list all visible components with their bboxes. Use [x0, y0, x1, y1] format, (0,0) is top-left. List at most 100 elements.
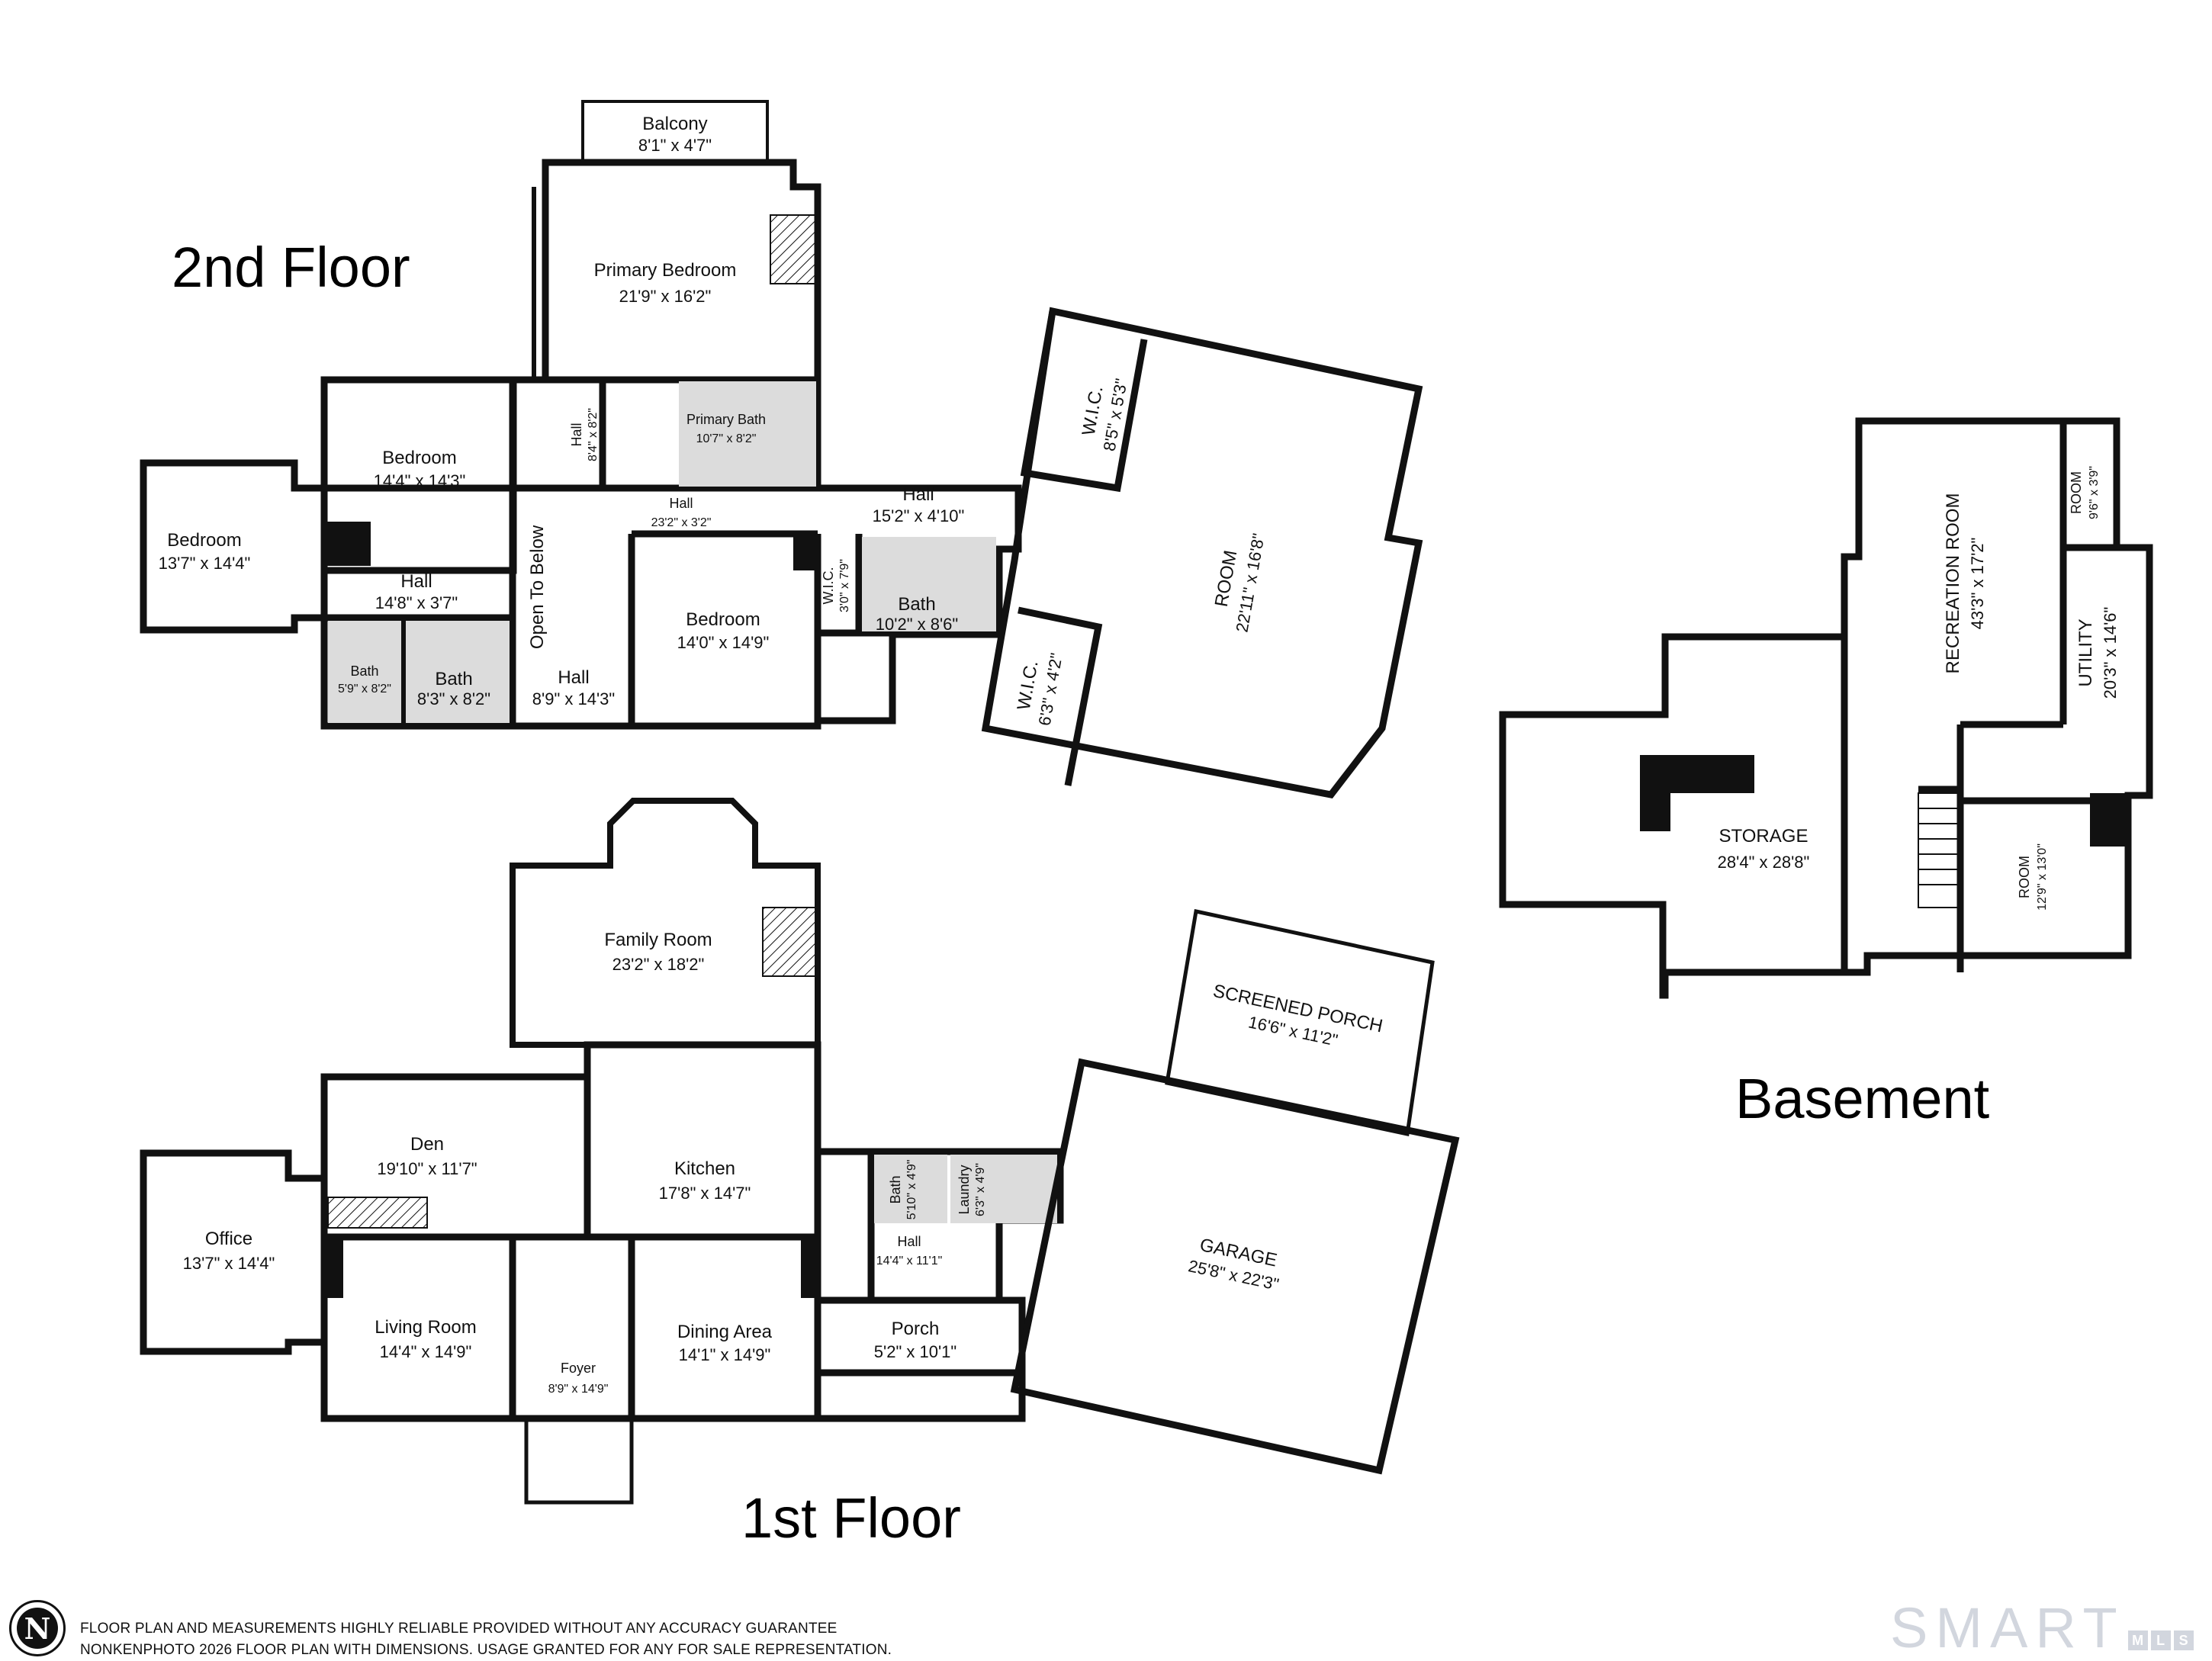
chimney-first-b [801, 1237, 818, 1298]
balcony-dim: 8'1" x 4'7" [638, 136, 712, 155]
room-upper-label: ROOM [1211, 549, 1242, 609]
nonkenphoto-logo: N [9, 1600, 66, 1656]
office-dim: 13'7" x 14'4" [183, 1254, 275, 1273]
porch-label: Porch [892, 1319, 940, 1339]
logo-letter: N [17, 1608, 58, 1649]
bath-a-label: Bath [350, 663, 378, 679]
hall-east-dim: 15'2" x 4'10" [873, 506, 965, 525]
hall-first-label: Hall [897, 1234, 921, 1249]
basement-walls [1499, 417, 2153, 999]
bath-b-dim: 8'3" x 8'2" [417, 689, 490, 708]
hall-small-dim: 8'4" x 8'2" [587, 408, 600, 461]
living-room-label: Living Room [375, 1317, 476, 1338]
fireplace-family [762, 907, 817, 977]
primary-bath-dim: 10'7" x 8'2" [696, 432, 757, 445]
office-label: Office [205, 1229, 252, 1249]
recreation-room-dim: 43'3" x 17'2" [1968, 538, 1987, 630]
primary-bedroom-dim: 21'9" x 16'2" [619, 287, 712, 306]
bath-c-fill [862, 537, 996, 631]
utility-label: UTILITY [2075, 618, 2096, 686]
den-dim: 19'10" x 11'7" [377, 1159, 477, 1178]
brand-mls: M L S [2127, 1630, 2194, 1650]
family-room-dim: 23'2" x 18'2" [612, 955, 705, 974]
room-small-dim: 9'6" x 3'9" [2088, 466, 2101, 519]
den-label: Den [410, 1134, 444, 1155]
porch-dim: 5'2" x 10'1" [874, 1342, 956, 1361]
brand-word: SMART [1890, 1596, 2125, 1659]
second-floor-walls [140, 100, 1022, 730]
dining-area-dim: 14'1" x 14'9" [679, 1345, 771, 1364]
bedroom-a-dim: 14'4" x 14'3" [374, 471, 466, 490]
laundry-dim: 6'3" x 4'9" [974, 1163, 987, 1216]
brand-mls-l: L [2150, 1630, 2171, 1650]
bath-first-label: Bath [888, 1175, 903, 1203]
bath-a-fill [328, 621, 401, 723]
primary-bath-fill [679, 381, 816, 487]
balcony-label: Balcony [642, 114, 707, 134]
brand-mls-s: S [2173, 1630, 2194, 1650]
wic-small-dim: 3'0" x 7'9" [838, 559, 851, 612]
hall-upper-label: Hall [669, 496, 693, 511]
bedroom-a-label: Bedroom [382, 448, 456, 468]
dining-area-label: Dining Area [677, 1322, 773, 1342]
bedroom-b-label: Bedroom [167, 530, 241, 551]
foyer-dim: 8'9" x 14'9" [548, 1383, 609, 1396]
second-floor-title: 2nd Floor [172, 236, 410, 299]
first-floor-title: 1st Floor [741, 1486, 961, 1550]
hall-small-label: Hall [569, 422, 584, 446]
chimney-second-b [793, 534, 816, 570]
wic-small-label: W.I.C. [821, 567, 836, 605]
bath-b-fill [406, 621, 510, 723]
bath-c-label: Bath [898, 594, 935, 615]
bath-b-label: Bath [435, 669, 472, 689]
footer-disclaimer: FLOOR PLAN AND MEASUREMENTS HIGHLY RELIA… [80, 1618, 892, 1661]
hall-stair-dim: 8'9" x 14'3" [532, 689, 615, 708]
footer-line-1: FLOOR PLAN AND MEASUREMENTS HIGHLY RELIA… [80, 1621, 838, 1637]
footer-line-2: NONKENPHOTO 2026 FLOOR PLAN WITH DIMENSI… [80, 1642, 892, 1658]
hall-east-label: Hall [902, 484, 934, 505]
chimney-basement-b [1640, 763, 1670, 831]
fireplace-primary [770, 214, 817, 284]
primary-bath-label: Primary Bath [686, 412, 766, 427]
bath-first-fill [874, 1155, 947, 1223]
room-small-label: ROOM [2069, 471, 2084, 514]
recreation-room-label: RECREATION ROOM [1943, 493, 1963, 674]
bedroom-b-dim: 13'7" x 14'4" [159, 554, 251, 573]
chimney-first [326, 1237, 343, 1298]
room-basement-dim: 12'9" x 13'0" [2036, 843, 2049, 911]
family-room-label: Family Room [604, 930, 712, 950]
first-floor-walls [140, 798, 1064, 1505]
room-upper-dim: 22'11" x 16'8" [1232, 532, 1268, 634]
bath-first-dim: 5'10" x 4'9" [905, 1160, 918, 1220]
basement-title: Basement [1735, 1067, 1990, 1130]
room-basement-label: ROOM [2017, 856, 2032, 898]
laundry-fill [950, 1155, 1057, 1223]
upper-room-walls [981, 307, 1423, 798]
foyer-label: Foyer [561, 1361, 596, 1376]
bath-a-dim: 5'9" x 8'2" [338, 683, 391, 696]
storage-label: STORAGE [1719, 826, 1809, 847]
primary-bedroom-label: Primary Bedroom [594, 260, 737, 281]
bedroom-c-dim: 14'0" x 14'9" [677, 633, 770, 652]
chimney-basement-c [2090, 793, 2127, 847]
chimney-second [326, 522, 371, 566]
smart-mls-logo: SMART M L S [1890, 1595, 2194, 1656]
garage-walls [1010, 909, 1460, 1475]
storage-dim: 28'4" x 28'8" [1718, 853, 1810, 872]
kitchen-dim: 17'8" x 14'7" [659, 1184, 751, 1203]
brand-mls-m: M [2127, 1630, 2148, 1650]
living-room-dim: 14'4" x 14'9" [380, 1342, 472, 1361]
hall-west-dim: 14'8" x 3'7" [375, 593, 458, 612]
basement-stair [1918, 792, 1961, 908]
fireplace-den [327, 1197, 428, 1229]
open-to-below-label: Open To Below [527, 525, 548, 649]
hall-west-label: Hall [400, 571, 432, 592]
hall-first-dim: 14'4" x 11'1" [876, 1255, 943, 1267]
hall-stair-label: Hall [558, 667, 589, 688]
utility-dim: 20'3" x 14'6" [2101, 607, 2120, 699]
kitchen-label: Kitchen [674, 1158, 735, 1179]
hall-upper-dim: 23'2" x 3'2" [651, 516, 712, 529]
laundry-label: Laundry [956, 1165, 972, 1214]
bath-c-dim: 10'2" x 8'6" [876, 615, 958, 634]
